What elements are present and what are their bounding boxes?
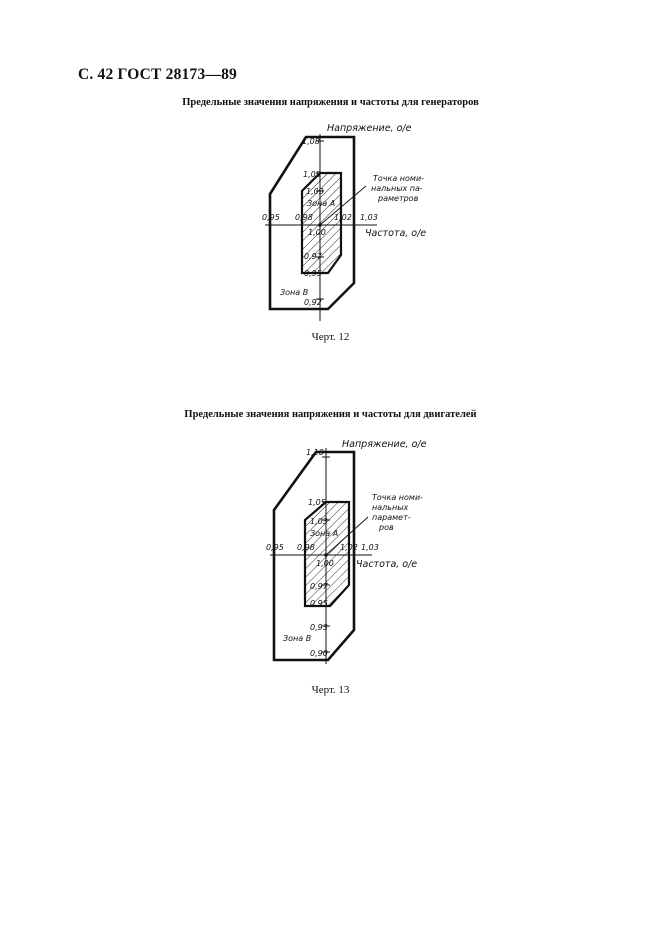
nominal-point-leader bbox=[319, 185, 367, 226]
figure-13-title: Предельные значения напряжения и частоты… bbox=[184, 409, 477, 420]
nominal-point-label: нальных па- bbox=[371, 184, 423, 193]
y-tick-label: 1,03 bbox=[310, 517, 328, 526]
zone-b-label: Зона В bbox=[283, 634, 311, 643]
nominal-point-label: раметров bbox=[377, 194, 419, 203]
zone-a-label: Зона А bbox=[310, 529, 338, 538]
nominal-point bbox=[318, 223, 322, 227]
y-tick-label: 1,05 bbox=[308, 498, 326, 507]
y-tick-label: 0,93 bbox=[310, 623, 328, 632]
x-tick-label: 0,98 bbox=[297, 543, 315, 552]
y-tick-label: 1,03 bbox=[306, 187, 324, 196]
y-tick-label: 0,95 bbox=[310, 599, 328, 608]
voltage-axis-label: Напряжение, о/е bbox=[327, 123, 412, 134]
figure-12-title: Предельные значения напряжения и частоты… bbox=[182, 97, 479, 108]
y-tick-label: 0,95 bbox=[304, 269, 322, 278]
nominal-point-leader bbox=[325, 516, 369, 556]
page-header: С. 42 ГОСТ 28173—89 bbox=[78, 66, 237, 83]
zone-a-label: Зона А bbox=[307, 199, 335, 208]
y-tick-label: 0,97 bbox=[310, 582, 329, 591]
x-tick-label: 1,02 bbox=[340, 543, 358, 552]
x-tick-label: 0,95 bbox=[266, 543, 284, 552]
y-tick-label: 0,92 bbox=[304, 298, 322, 307]
zone-b-outline bbox=[268, 135, 356, 311]
figure-12-caption: Черт. 12 bbox=[311, 331, 350, 343]
zone-b-label: Зона В bbox=[280, 288, 308, 297]
y-tick-label: 1,08 bbox=[302, 137, 320, 146]
zone-a-area bbox=[300, 171, 343, 275]
y-tick-label: 1,00 bbox=[316, 559, 334, 568]
x-tick-label: 0,98 bbox=[295, 213, 313, 222]
y-tick-label: 1,00 bbox=[308, 228, 326, 237]
y-tick-label: 0,90 bbox=[310, 649, 328, 658]
nominal-point-label: Точка номи- bbox=[373, 174, 424, 183]
x-tick-label: 0,95 bbox=[262, 213, 280, 222]
figure-13-diagram: Напряжение, о/е Частота, о/е 1,10 1,05 1… bbox=[266, 439, 427, 664]
nominal-point-label: нальных bbox=[372, 503, 409, 512]
figure-13-caption: Черт. 13 bbox=[311, 684, 350, 696]
frequency-axis-label: Частота, о/е bbox=[356, 559, 417, 570]
x-tick-label: 1,02 bbox=[334, 213, 352, 222]
x-tick-label: 1,03 bbox=[361, 543, 379, 552]
voltage-axis-label: Напряжение, о/е bbox=[342, 439, 427, 450]
frequency-axis-label: Частота, о/е bbox=[365, 228, 426, 239]
nominal-point-label: Точка номи- bbox=[372, 493, 423, 502]
nominal-point bbox=[324, 553, 328, 557]
x-tick-label: 1,03 bbox=[360, 213, 378, 222]
y-tick-label: 1,10 bbox=[306, 448, 324, 457]
nominal-point-label: парамет- bbox=[372, 513, 411, 522]
figure-12-diagram: Напряжение, о/е Частота, о/е 1,08 1,05 1… bbox=[262, 123, 426, 321]
y-tick-label: 1,05 bbox=[303, 170, 321, 179]
zone-b-outline bbox=[272, 450, 356, 662]
nominal-point-label: ров bbox=[378, 523, 394, 532]
y-tick-label: 0,97 bbox=[304, 252, 323, 261]
